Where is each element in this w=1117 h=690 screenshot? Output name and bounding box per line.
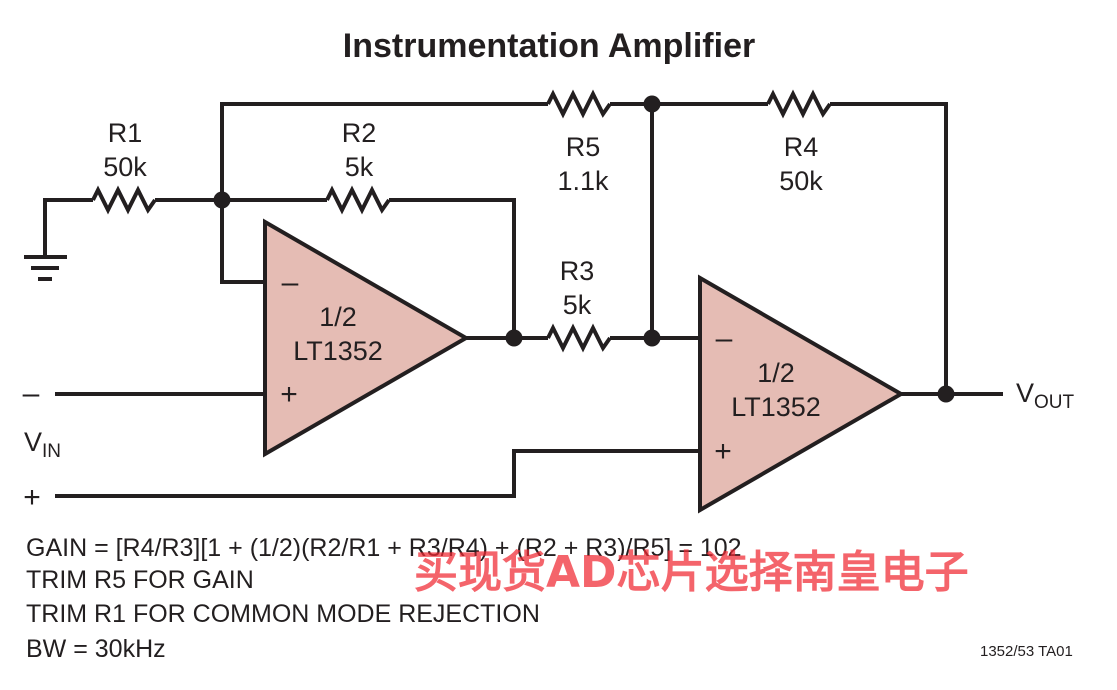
diagram-title: Instrumentation Amplifier bbox=[343, 27, 755, 65]
opamp-2-part: LT1352 bbox=[731, 392, 821, 422]
r2-name: R2 bbox=[342, 118, 377, 148]
vout-label: VOUT bbox=[1016, 378, 1075, 413]
opamp-1-part: LT1352 bbox=[293, 336, 383, 366]
opamp-1-fraction: 1/2 bbox=[319, 302, 357, 332]
resistor-r2 bbox=[325, 185, 391, 215]
opamp-1 bbox=[263, 218, 471, 458]
opamp-2-inverting-sign: – bbox=[716, 322, 733, 355]
vin-plus-sign: + bbox=[23, 481, 41, 514]
r4-name: R4 bbox=[784, 132, 819, 162]
junction-dots bbox=[213, 95, 955, 403]
note-trim-r5: TRIM R5 FOR GAIN bbox=[26, 566, 254, 594]
resistor-r4 bbox=[766, 89, 832, 119]
resistor-r1 bbox=[91, 185, 157, 215]
wires bbox=[43, 102, 1003, 498]
vin-minus-sign: – bbox=[23, 377, 40, 410]
opamp-2 bbox=[698, 274, 906, 514]
r1-value: 50k bbox=[103, 152, 147, 182]
note-trim-r1: TRIM R1 FOR COMMON MODE REJECTION bbox=[26, 600, 540, 628]
r5-value: 1.1k bbox=[557, 166, 609, 196]
opamp-1-noninverting-sign: + bbox=[280, 378, 298, 411]
note-gain: GAIN = [R4/R3][1 + (1/2)(R2/R1 + R3/R4) … bbox=[26, 534, 742, 562]
r4-value: 50k bbox=[779, 166, 823, 196]
r5-name: R5 bbox=[566, 132, 601, 162]
resistor-r5 bbox=[546, 89, 612, 119]
note-bandwidth: BW = 30kHz bbox=[26, 635, 166, 663]
figure-reference: 1352/53 TA01 bbox=[980, 643, 1073, 660]
r3-value: 5k bbox=[563, 290, 592, 320]
opamp-1-inverting-sign: – bbox=[282, 266, 299, 299]
vin-label: VIN bbox=[24, 427, 61, 462]
r3-name: R3 bbox=[560, 256, 595, 286]
r1-name: R1 bbox=[108, 118, 143, 148]
resistor-r3 bbox=[546, 323, 612, 353]
opamp-2-noninverting-sign: + bbox=[714, 435, 732, 468]
r2-value: 5k bbox=[345, 152, 374, 182]
opamp-2-fraction: 1/2 bbox=[757, 358, 795, 388]
ground-icon bbox=[24, 255, 67, 281]
watermark: 买现货AD芯片选择南皇电子 bbox=[414, 547, 969, 598]
